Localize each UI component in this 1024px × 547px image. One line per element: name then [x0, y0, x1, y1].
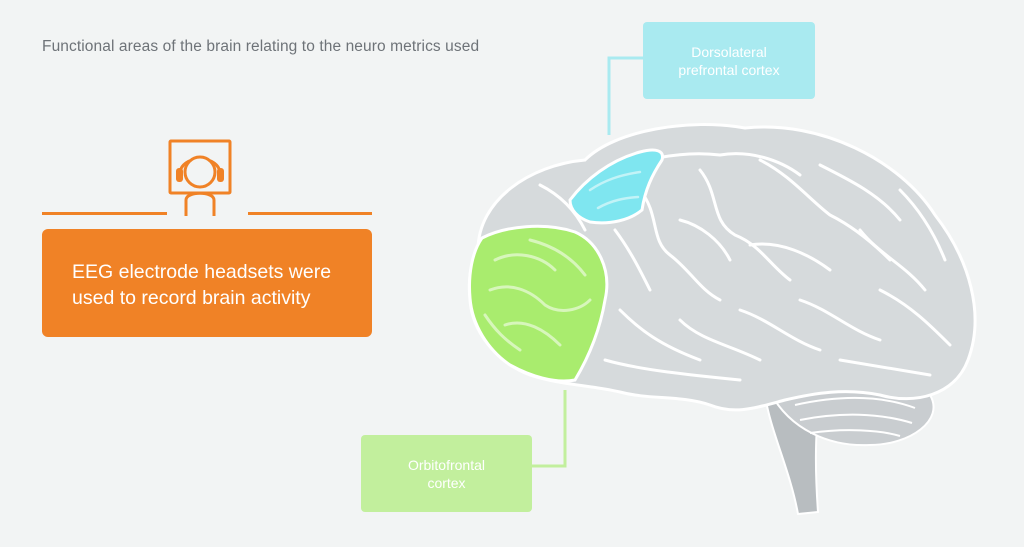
dlpfc-connector-line [607, 56, 643, 135]
dlpfc-label: Dorsolateral prefrontal cortex [643, 22, 815, 99]
dorsolateral-prefrontal-cortex-region [568, 148, 665, 225]
ofc-label-line-2: cortex [427, 474, 466, 491]
eeg-description-box: EEG electrode headsets were used to reco… [42, 229, 372, 337]
ofc-label-line-1: Orbitofrontal [407, 456, 486, 473]
headset-person-icon [168, 139, 232, 216]
eeg-text-line-1: EEG electrode headsets were [72, 261, 332, 283]
ofc-connector-line [532, 390, 567, 468]
gyri-folds [538, 152, 952, 382]
dlpfc-label-line-1: Dorsolateral [691, 43, 767, 60]
eeg-text-line-2: used to record brain activity [72, 287, 311, 309]
ofc-label: Orbitofrontal cortex [361, 435, 532, 512]
divider-right [248, 212, 372, 215]
orbitofrontal-cortex-region [468, 224, 609, 383]
dlpfc-label-line-2: prefrontal cortex [678, 61, 780, 78]
page-title: Functional areas of the brain relating t… [42, 38, 480, 55]
divider-left [42, 212, 167, 215]
